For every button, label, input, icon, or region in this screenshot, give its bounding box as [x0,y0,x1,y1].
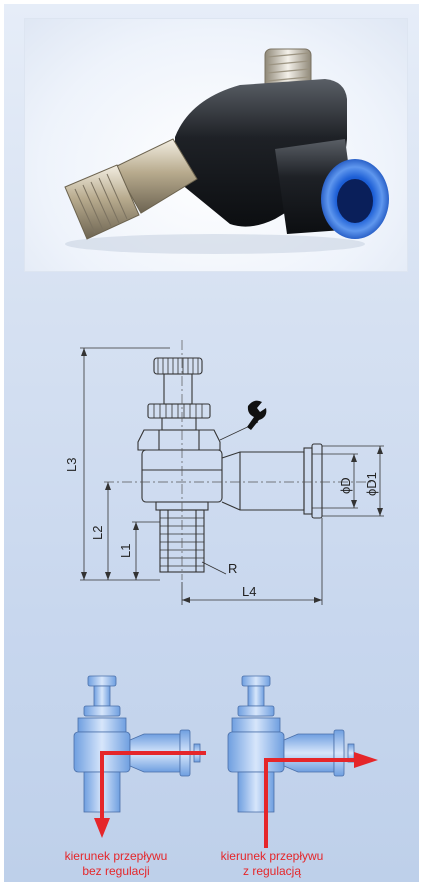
flow-caption-right-line1: kierunek przepływu [220,849,324,863]
flow-diagrams [73,675,378,848]
spec-panel: L3 L2 L1 R L4 ϕD ϕD1 [4,4,419,882]
dim-label-l2: L2 [90,526,105,540]
arrow-head-down-icon [94,818,110,838]
dim-label-r: R [228,561,237,576]
fitting-left [73,675,201,813]
flow-caption-left-line2: bez regulacji [82,864,150,878]
dim-label-l1: L1 [118,544,133,558]
dim-label-d1: ϕD1 [364,472,379,496]
flow-caption-left: kierunek przepływu bez regulacji [56,849,176,879]
flow-caption-right: kierunek przepływu z regulacją [212,849,332,879]
technical-drawing: L3 L2 L1 R L4 ϕD ϕD1 [64,340,384,605]
flow-caption-right-line2: z regulacją [242,864,302,878]
arrow-head-right-icon [354,752,378,768]
dim-label-d: ϕD [338,477,353,494]
dim-label-l4: L4 [242,584,256,599]
flow-arrow-left [100,751,206,820]
fitting-right [227,675,355,813]
dim-label-l3: L3 [64,458,79,472]
flow-caption-left-line1: kierunek przepływu [64,849,168,863]
flow-arrow-right [264,758,356,848]
product-photo [64,48,389,254]
wrench-icon [247,400,267,430]
product-photo-frame [24,18,408,272]
